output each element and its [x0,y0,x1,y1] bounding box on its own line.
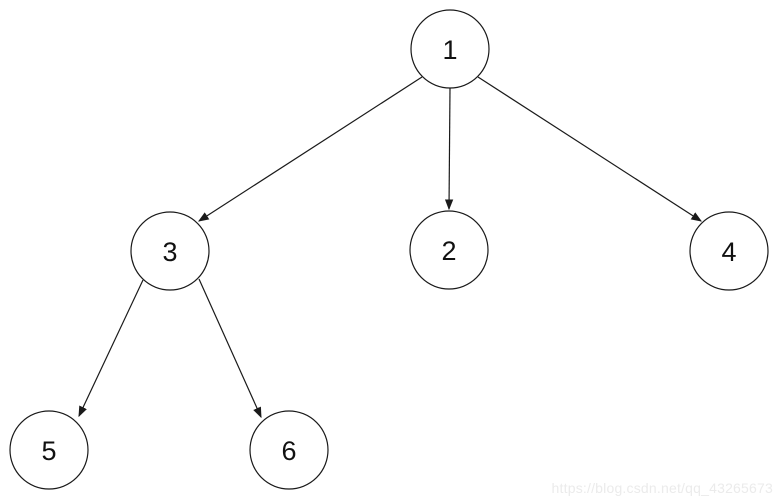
node-circle-1[interactable] [410,9,490,89]
edges-layer [78,76,703,419]
node-circle-3[interactable] [130,211,210,291]
node-label-2: 2 [441,236,456,266]
edge-3-to-6 [198,278,262,419]
node-label-5: 5 [41,436,56,466]
node-5[interactable]: 5 [9,410,89,490]
edge-1-to-3 [197,76,423,222]
node-label-4: 4 [721,237,736,267]
nodes-layer: 1 3 2 4 5 6 [9,9,769,490]
node-circle-5[interactable] [9,410,89,490]
edge-3-to-5 [78,279,144,418]
node-circle-6[interactable] [249,410,329,490]
node-1[interactable]: 1 [410,9,490,89]
watermark-text: https://blog.csdn.net/qq_43265673 [551,480,773,496]
node-label-1: 1 [442,35,457,65]
node-circle-2[interactable] [409,210,489,290]
node-label-3: 3 [162,237,177,267]
node-4[interactable]: 4 [689,211,769,291]
node-2[interactable]: 2 [409,210,489,290]
node-6[interactable]: 6 [249,410,329,490]
edge-1-to-2 [444,87,454,211]
node-circle-4[interactable] [689,211,769,291]
edge-1-to-4 [477,76,703,222]
node-label-6: 6 [281,436,296,466]
node-3[interactable]: 3 [130,211,210,291]
